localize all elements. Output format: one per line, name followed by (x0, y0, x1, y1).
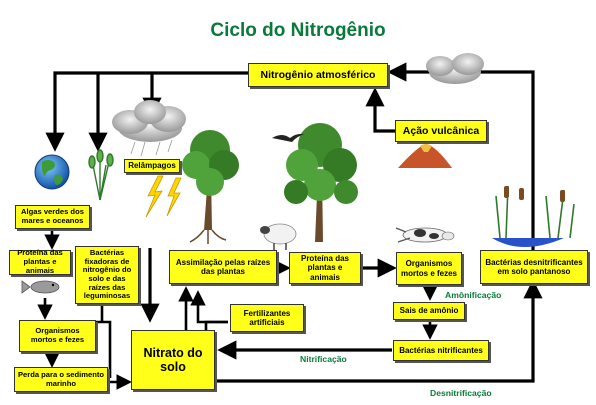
label-nitrification: Nitrificação (300, 354, 347, 364)
node-atmospheric-nitrogen: Nitrogênio atmosférico (248, 63, 388, 87)
node-denitrifying-bacteria: Bactérias desnitrificantes em solo panta… (480, 250, 588, 284)
bird-icon (272, 133, 304, 142)
node-artificial-fertilizers: Fertilizantes artificiais (230, 304, 304, 332)
legume-plant-icon (88, 149, 114, 201)
node-sea-protein: Proteína das plantas e animais (9, 249, 71, 275)
cloud-icon (426, 53, 484, 84)
arrow-nitrate-to-assimilation (178, 286, 228, 330)
tree-icon (284, 123, 358, 242)
node-soil-nitrate: Nitrato do solo (131, 330, 215, 390)
node-ammonium-salts: Sais de amônio (393, 302, 465, 320)
node-nitrifying-bacteria: Bactérias nitrificantes (393, 340, 489, 361)
node-fixing-bacteria: Bactérias fixadoras de nitrogênio do sol… (75, 246, 139, 304)
volcano-icon (398, 144, 452, 168)
tree-icon (182, 130, 239, 244)
wetland-icon (492, 185, 575, 247)
dead-animal-icon (395, 227, 455, 243)
node-volcanic-action: Ação vulcânica (395, 120, 487, 142)
node-sea-dead-organisms: Organismos mortos e fezes (19, 320, 96, 352)
diagram-title: Ciclo do Nitrogênio (210, 20, 386, 41)
label-denitrification: Desnitrificação (430, 388, 492, 398)
node-land-dead-organisms: Organismos mortos e fezes (396, 252, 462, 285)
arrow-denitrification-loop (215, 279, 543, 383)
arrow-volcanic-to-atmosphere (365, 87, 395, 133)
node-lightning: Relâmpagos (124, 159, 180, 173)
storm-cloud-icon (112, 100, 186, 157)
sheep-icon (260, 223, 297, 250)
node-sea-algae: Algas verdes dos mares e oceanos (15, 205, 90, 229)
arrows-sea-chain (37, 229, 132, 390)
node-land-protein: Proteína das plantas e animais (289, 252, 361, 284)
globe-icon (34, 154, 70, 190)
node-sea-sediment-loss: Perda para o sedimento marinho (14, 367, 108, 392)
fish-icon (21, 280, 60, 294)
node-root-assimilation: Assimilação pelas raízes das plantas (169, 250, 277, 284)
lightning-bolt-icon (145, 175, 182, 218)
label-ammonification: Amônificação (445, 290, 502, 300)
